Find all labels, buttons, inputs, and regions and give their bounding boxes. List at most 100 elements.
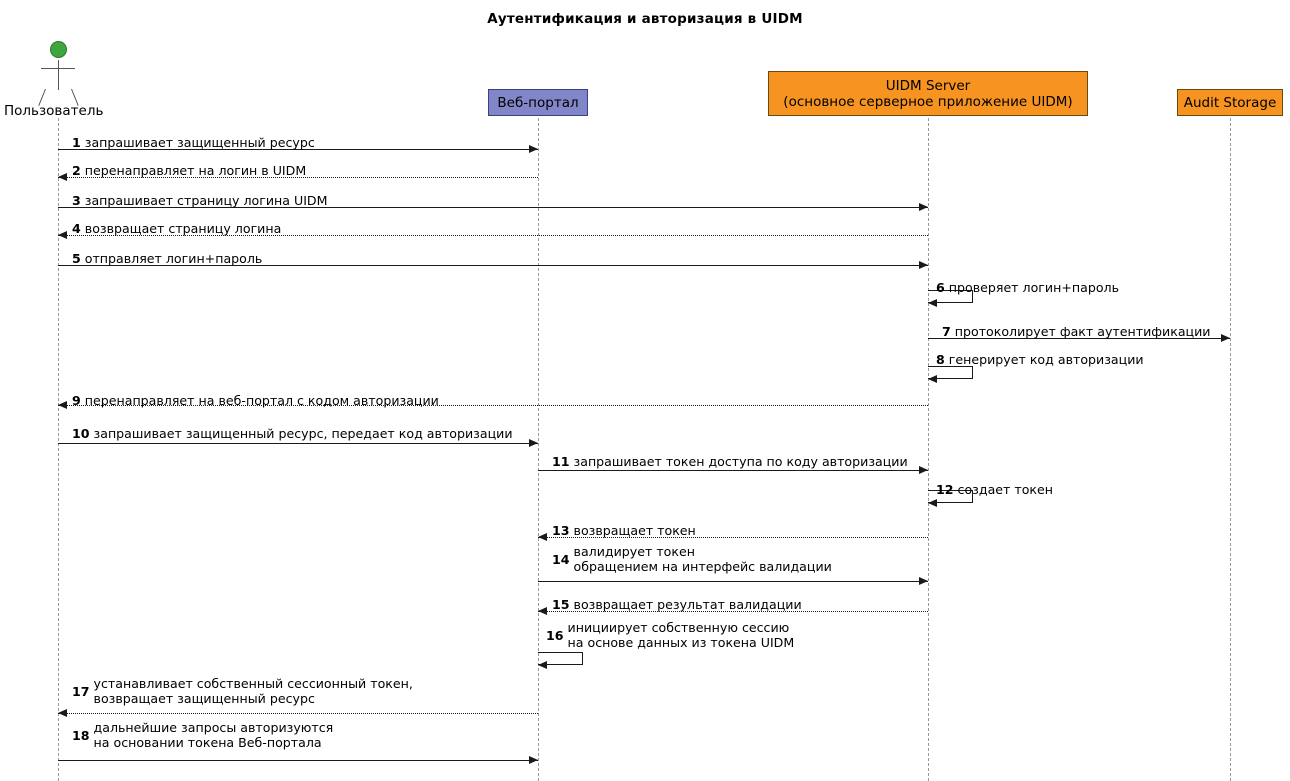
message-number-9: 9 [72, 393, 81, 408]
message-number-15: 15 [552, 597, 570, 612]
arrowhead-15 [538, 606, 547, 615]
message-text-8: генерирует код авторизации [948, 352, 1144, 367]
message-text-16-line1: инициирует собственную сессию [567, 620, 790, 635]
participant-label-uidm-line1: UIDM Server [885, 77, 971, 94]
message-text-18-line2: на основании токена Веб-портала [93, 735, 322, 750]
message-number-2: 2 [72, 163, 81, 178]
message-line-1 [58, 149, 538, 150]
participant-label-portal: Веб-портал [497, 94, 579, 111]
message-text-2: перенаправляет на логин в UIDM [84, 163, 307, 178]
message-line-4 [58, 235, 928, 236]
message-number-16: 16 [546, 627, 564, 643]
arrowhead-7 [1221, 333, 1230, 342]
arrowhead-10 [529, 438, 538, 447]
participant-box-audit[interactable]: Audit Storage [1177, 89, 1283, 116]
self-message-loop-16 [538, 652, 583, 665]
arrowhead-4 [58, 230, 67, 239]
message-text-14-line1: валидирует токен [573, 544, 695, 559]
message-text-13: возвращает токен [573, 523, 696, 538]
message-line-17 [58, 713, 538, 714]
message-number-14: 14 [552, 551, 570, 567]
actor-head-icon [50, 41, 67, 58]
arrowhead-17 [58, 708, 67, 717]
message-text-17-line1: устанавливает собственный сессионный ток… [93, 676, 413, 691]
message-number-18: 18 [72, 727, 90, 743]
arrowhead-5 [919, 260, 928, 269]
participant-label-audit: Audit Storage [1183, 94, 1277, 111]
arrowhead-16 [538, 660, 547, 669]
message-number-12: 12 [936, 482, 954, 497]
message-text-16-line2: на основе данных из токена UIDM [567, 635, 795, 650]
arrowhead-8 [928, 374, 937, 383]
participant-label-uidm-line2: (основное серверное приложение UIDM) [783, 93, 1073, 110]
arrowhead-6 [928, 298, 937, 307]
message-line-2 [58, 177, 538, 178]
message-text-4: возвращает страницу логина [84, 221, 282, 236]
arrowhead-12 [928, 498, 937, 507]
arrowhead-13 [538, 532, 547, 541]
message-number-7: 7 [942, 324, 951, 339]
participant-box-portal[interactable]: Веб-портал [488, 89, 588, 116]
message-text-6: проверяет логин+пароль [948, 280, 1119, 295]
message-text-17-line2: возвращает защищенный ресурс [93, 691, 315, 706]
message-line-18 [58, 760, 538, 761]
lifeline-user [58, 118, 59, 781]
message-line-3 [58, 207, 928, 208]
message-text-5: отправляет логин+пароль [84, 251, 263, 266]
arrowhead-1 [529, 144, 538, 153]
message-line-9 [58, 405, 928, 406]
lifeline-audit [1230, 118, 1231, 781]
self-message-loop-8 [928, 366, 973, 379]
message-text-9: перенаправляет на веб-портал с кодом авт… [84, 393, 439, 408]
diagram-title: Аутентификация и авторизация в UIDM [487, 11, 803, 27]
message-number-13: 13 [552, 523, 570, 538]
message-text-7: протоколирует факт аутентификации [954, 324, 1211, 339]
message-number-10: 10 [72, 426, 90, 441]
message-line-10 [58, 443, 538, 444]
message-text-14-line2: обращением на интерфейс валидации [573, 559, 832, 574]
actor-body-line [58, 60, 59, 90]
message-line-11 [538, 470, 928, 471]
message-text-10: запрашивает защищенный ресурс, передает … [93, 426, 513, 441]
participant-box-uidm[interactable]: UIDM Server(основное серверное приложени… [768, 71, 1088, 116]
self-message-loop-6 [928, 290, 973, 303]
arrowhead-11 [919, 465, 928, 474]
arrowhead-2 [58, 172, 67, 181]
message-line-5 [58, 265, 928, 266]
message-number-8: 8 [936, 352, 945, 367]
message-number-5: 5 [72, 251, 81, 266]
message-number-11: 11 [552, 454, 570, 469]
message-number-1: 1 [72, 135, 81, 150]
self-message-loop-12 [928, 490, 973, 503]
lifeline-uidm [928, 118, 929, 781]
message-line-15 [538, 611, 928, 612]
message-text-11: запрашивает токен доступа по коду автори… [573, 454, 908, 469]
message-number-17: 17 [72, 683, 90, 699]
arrowhead-18 [529, 755, 538, 764]
message-text-3: запрашивает страницу логина UIDM [84, 193, 328, 208]
message-number-3: 3 [72, 193, 81, 208]
message-text-12: создает токен [957, 482, 1053, 497]
arrowhead-14 [919, 576, 928, 585]
message-text-1: запрашивает защищенный ресурс [84, 135, 315, 150]
message-line-7 [928, 338, 1230, 339]
message-line-13 [538, 537, 928, 538]
actor-arms-line [41, 68, 75, 69]
